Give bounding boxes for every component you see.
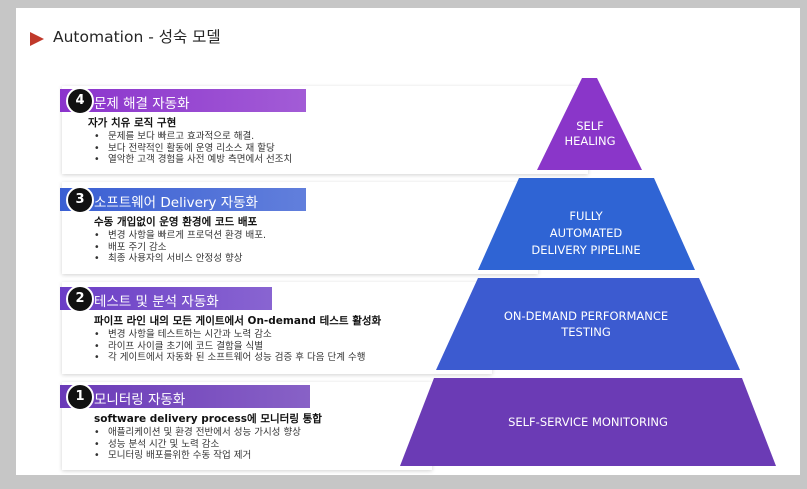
level-3-label: 소프트웨어 Delivery 자동화 [94, 195, 258, 211]
level-4-number-badge: 4 [66, 87, 94, 115]
pyramid-label-4-line-1: SELF [576, 119, 604, 133]
level-1-bullet-2: 성능 분석 시간 및 노력 감소 [94, 439, 301, 451]
pyramid-label-2-line-1: ON-DEMAND PERFORMANCE [504, 309, 668, 323]
level-1-tab: 모니터링 자동화 [60, 385, 310, 408]
level-2-heading: 파이프 라인 내의 모든 게이트에서 On-demand 테스트 활성화 [94, 315, 382, 327]
title-arrow-icon [30, 32, 44, 46]
level-2-bullet-3: 각 게이트에서 자동화 된 소프트웨어 성능 검증 후 다음 단계 수행 [94, 352, 365, 364]
level-3-bullet-1: 변경 사항을 빠르게 프로덕션 환경 배포. [94, 230, 266, 242]
level-1-bullets: 애플리케이션 및 환경 전반에서 성능 가시성 향상 성능 분석 시간 및 노력… [94, 427, 301, 462]
slide: Automation - 성숙 모델 SELF-SERVICE MONITORI… [16, 8, 800, 475]
pyramid-tier-3 [478, 178, 695, 270]
pyramid-label-3-line-1: FULLY [569, 209, 603, 223]
level-2-number-badge: 2 [66, 285, 94, 313]
level-3-tab: 소프트웨어 Delivery 자동화 [60, 188, 306, 211]
pyramid-tier-2 [436, 278, 740, 370]
pyramid-tier-4 [537, 78, 642, 170]
level-1-heading: software delivery process에 모니터링 통합 [94, 413, 322, 425]
pyramid-label-4-line-2: HEALING [564, 134, 615, 148]
pyramid-label-1-line-1: SELF-SERVICE MONITORING [508, 415, 668, 429]
level-2-bullet-1: 변경 사항을 테스트하는 시간과 노력 감소 [94, 329, 365, 341]
level-4-bullet-3: 열악한 고객 경험을 사전 예방 측면에서 선조치 [94, 154, 292, 166]
level-4-tab: 문제 해결 자동화 [60, 89, 306, 112]
level-3-bullet-2: 배포 주기 감소 [94, 242, 266, 254]
level-3-number-badge: 3 [66, 186, 94, 214]
level-4-heading: 자가 치유 로직 구현 [88, 117, 177, 129]
page-title: Automation - 성숙 모델 [53, 28, 221, 46]
level-3-heading: 수동 개입없이 운영 환경에 코드 배포 [94, 216, 258, 228]
level-2-label: 테스트 및 분석 자동화 [94, 294, 219, 310]
level-1-bullet-3: 모니터링 배포를위한 수동 작업 제거 [94, 450, 301, 462]
pyramid-label-3-line-3: DELIVERY PIPELINE [531, 243, 640, 257]
level-4-bullet-1: 문제를 보다 빠르고 효과적으로 해결. [94, 131, 292, 143]
pyramid-diagram: SELF-SERVICE MONITORING ON-DEMAND PERFOR… [400, 78, 776, 466]
level-1-label: 모니터링 자동화 [94, 392, 186, 408]
level-4-bullet-2: 보다 전략적인 활동에 운영 리소스 재 할당 [94, 143, 292, 155]
level-3-bullets: 변경 사항을 빠르게 프로덕션 환경 배포. 배포 주기 감소 최종 사용자의 … [94, 230, 266, 265]
pyramid-label-2-line-2: TESTING [560, 325, 611, 339]
pyramid-label-3-line-2: AUTOMATED [550, 226, 623, 240]
level-4-bullets: 문제를 보다 빠르고 효과적으로 해결. 보다 전략적인 활동에 운영 리소스 … [94, 131, 292, 166]
level-3-bullet-3: 최종 사용자의 서비스 안정성 향상 [94, 253, 266, 265]
level-4-label: 문제 해결 자동화 [94, 96, 190, 112]
level-1-number-badge: 1 [66, 383, 94, 411]
level-2-tab: 테스트 및 분석 자동화 [60, 287, 272, 310]
level-2-bullet-2: 라이프 사이클 초기에 코드 결함을 식별 [94, 341, 365, 353]
pyramid-tier-1 [400, 378, 776, 466]
level-1-bullet-1: 애플리케이션 및 환경 전반에서 성능 가시성 향상 [94, 427, 301, 439]
level-2-bullets: 변경 사항을 테스트하는 시간과 노력 감소 라이프 사이클 초기에 코드 결함… [94, 329, 365, 364]
